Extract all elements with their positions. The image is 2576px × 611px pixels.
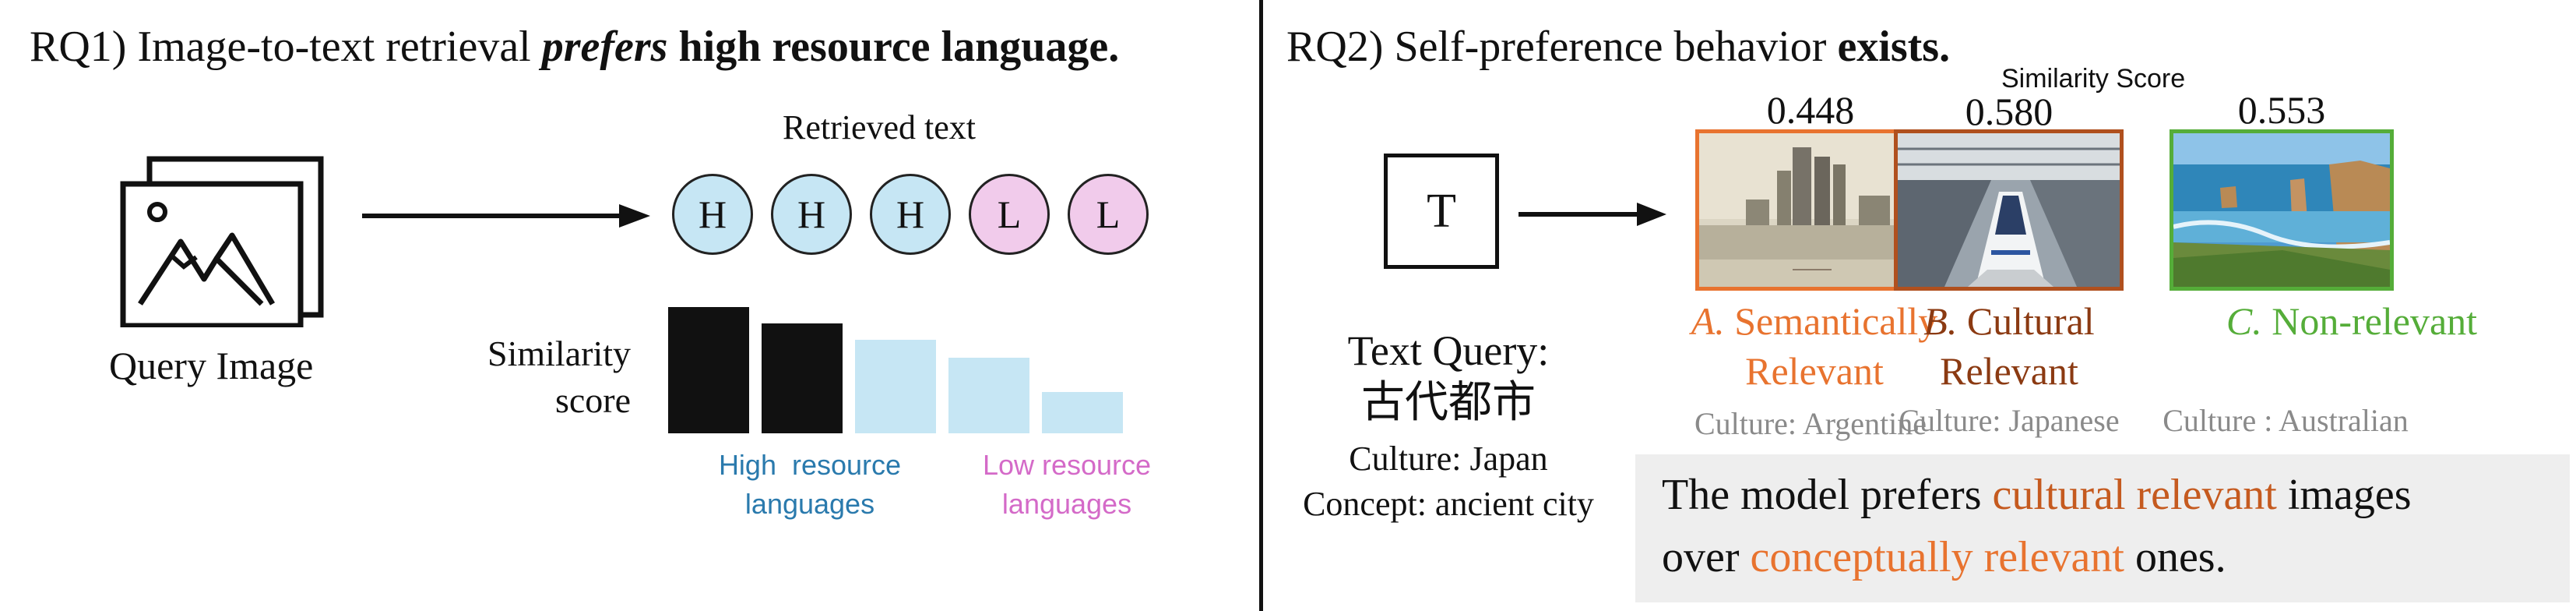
candidate-c-image <box>2170 129 2394 291</box>
candidate-c-label: C. Non-relevant <box>2226 299 2478 343</box>
text-query-info: Text Query: 古代都市 Culture: Japan Concept:… <box>1303 327 1594 523</box>
retrieved-circle-1: H <box>672 174 753 255</box>
conclusion-callout: The model prefers cultural relevant imag… <box>1635 454 2570 602</box>
bar-chart-y-axis <box>668 307 749 433</box>
bar-3 <box>1042 392 1123 433</box>
similarity-score-label: Similarity score <box>487 334 631 420</box>
bar-1 <box>855 340 936 433</box>
ancient-ruins-photo <box>1699 133 1921 287</box>
similarity-bar-chart <box>660 302 1156 436</box>
text-query-box: T <box>1384 154 1499 269</box>
bar-chart-x-axis <box>762 323 843 433</box>
candidate-a-label: A. Semantically Relevant <box>1691 299 1938 393</box>
retrieved-circle-5: L <box>1068 174 1149 255</box>
candidate-c-culture: Culture : Australian <box>2163 403 2409 438</box>
callout-line-2: over conceptually relevant ones. <box>1662 533 2226 581</box>
panel-divider <box>1259 0 1263 611</box>
retrieved-circle-4: L <box>969 174 1050 255</box>
callout-line-1: The model prefers cultural relevant imag… <box>1662 471 2412 519</box>
candidate-b-culture: Culture: Japanese <box>1899 403 2120 438</box>
query-image-label: Query Image <box>109 344 314 387</box>
bullet-train-photo <box>1898 133 2120 287</box>
query-arrow <box>1519 203 1666 226</box>
similarity-score-header: Similarity Score <box>2001 64 2186 94</box>
bar-2 <box>948 358 1029 433</box>
candidate-b-score: 0.580 <box>1965 90 2053 133</box>
coastal-cliffs-photo <box>2173 133 2390 287</box>
candidate-b-image <box>1894 129 2124 291</box>
rq2-title: RQ2) Self-preference behavior exists. <box>1286 23 1951 71</box>
high-resource-label: High resource languages <box>718 449 902 520</box>
rq1-title: RQ1) Image-to-text retrieval prefers hig… <box>30 23 1120 71</box>
candidate-c-score: 0.553 <box>2237 88 2326 132</box>
retrieval-arrow <box>362 204 650 228</box>
retrieved-text-label: Retrieved text <box>783 108 977 147</box>
candidate-a-image <box>1695 129 1925 291</box>
retrieved-circle-3: H <box>870 174 951 255</box>
query-image-icon <box>120 156 324 327</box>
candidate-a-culture: Culture: Argentine <box>1694 406 1927 441</box>
candidate-b-label: B. Cultural Relevant <box>1923 299 2095 393</box>
low-resource-label: Low resource languages <box>982 449 1152 520</box>
candidate-a-score: 0.448 <box>1766 88 1855 132</box>
retrieved-circle-2: H <box>771 174 852 255</box>
